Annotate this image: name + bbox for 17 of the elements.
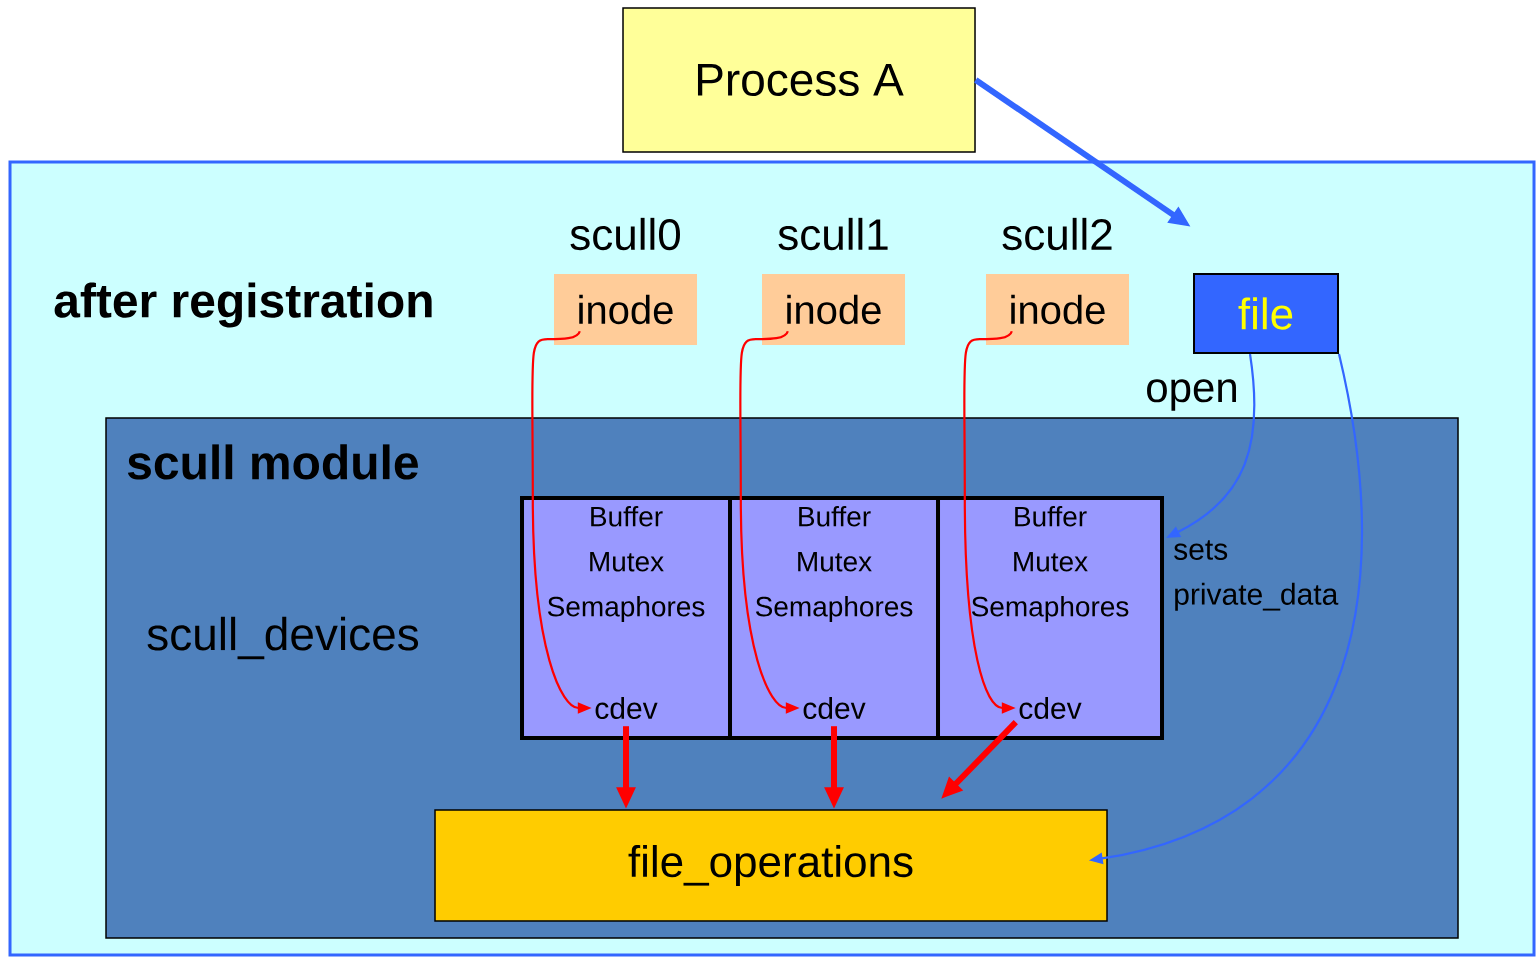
operations-box: file_operations [434,809,1108,922]
inode-box: inode [762,274,905,345]
group-label: scull_devices [147,616,419,660]
cdev-label: cdev [595,697,658,719]
note: sets private_data [1174,540,1339,611]
cdev-label: cdev [803,697,866,719]
region-heading: after registration [54,282,432,328]
device-name: scull2 [1002,217,1112,251]
device-name: scull0 [570,217,680,251]
device-name: scull1 [778,217,888,251]
inode-box: inode [554,274,697,345]
edge-label: open [1144,378,1240,412]
process-box: Process A [622,7,976,153]
file-box: file [1193,273,1339,354]
inode-box: inode [986,274,1129,345]
cdev-label: cdev [1019,697,1082,719]
module-heading: scull module [127,444,418,480]
